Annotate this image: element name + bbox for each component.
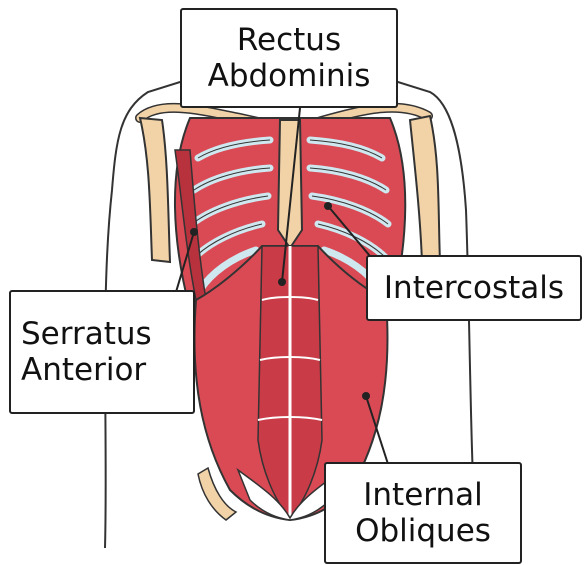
- label-rectus-abdominis: Rectus Abdominis: [180, 8, 398, 108]
- sternum: [278, 120, 302, 248]
- label-obliques-line-1: Internal: [363, 477, 482, 513]
- label-serratus-line-2: Anterior: [21, 352, 146, 388]
- label-serratus-line-1: Serratus: [21, 316, 152, 352]
- right-humerus: [410, 116, 440, 262]
- label-obliques-line-2: Obliques: [355, 513, 491, 549]
- label-internal-obliques: Internal Obliques: [324, 462, 522, 564]
- label-intercostals: Intercostals: [366, 255, 582, 321]
- label-serratus-anterior: Serratus Anterior: [9, 290, 195, 414]
- label-intercostals-line-1: Intercostals: [384, 270, 564, 306]
- label-rectus-line-1: Rectus: [237, 22, 341, 58]
- label-rectus-line-2: Abdominis: [208, 58, 371, 94]
- left-humerus: [140, 118, 170, 262]
